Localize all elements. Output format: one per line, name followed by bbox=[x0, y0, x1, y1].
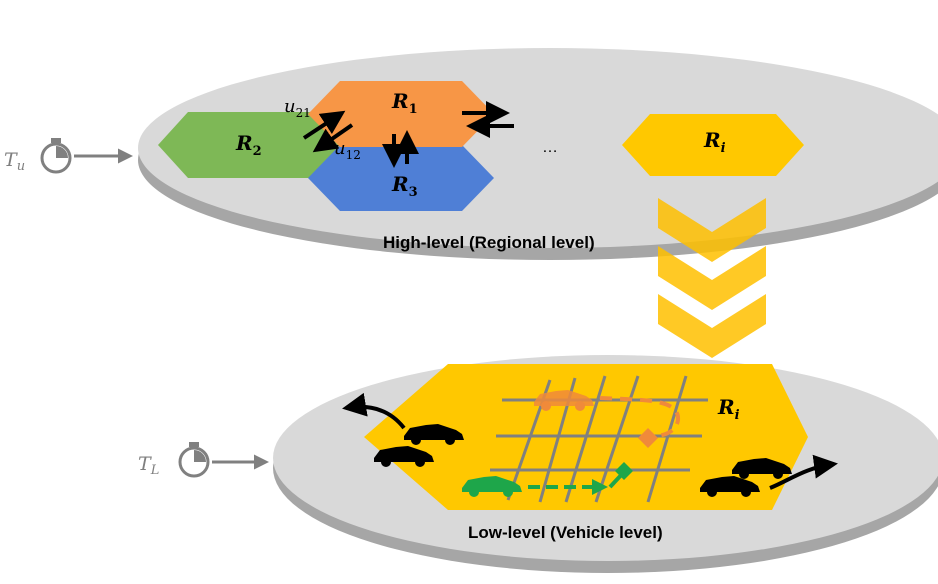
chevron-3 bbox=[658, 294, 766, 358]
car-icon-black-4 bbox=[700, 476, 760, 497]
car-icon-green bbox=[462, 476, 522, 497]
stopwatch-icon bbox=[40, 138, 72, 174]
car-icon-black-1 bbox=[404, 424, 464, 445]
lower-timer-label: TL bbox=[138, 453, 159, 478]
flow-arrow-r2-to-r1 bbox=[302, 110, 346, 140]
chevron-1 bbox=[658, 198, 766, 262]
region-ri-detail-label: Ri bbox=[717, 395, 740, 423]
car-icon-black-3 bbox=[732, 458, 792, 479]
zoom-chevrons bbox=[658, 198, 766, 358]
region-ri-label: Ri bbox=[703, 128, 726, 156]
car-icon-black-2 bbox=[374, 446, 434, 467]
orange-trajectory bbox=[599, 396, 680, 440]
low-level-caption: Low-level (Vehicle level) bbox=[468, 523, 663, 542]
flow-u21-label: u21 bbox=[284, 96, 311, 120]
exit-arrow-right bbox=[769, 454, 838, 490]
region-r2-hexagon bbox=[158, 112, 350, 178]
upper-timer: Tu bbox=[4, 138, 133, 174]
flow-arrow-r1-to-r2 bbox=[312, 123, 354, 153]
upper-timer-label: Tu bbox=[4, 149, 25, 174]
high-level-caption: High-level (Regional level) bbox=[383, 233, 595, 252]
lower-timer: TL bbox=[138, 442, 269, 478]
chevron-2 bbox=[658, 246, 766, 310]
region-r1-label: R1 bbox=[391, 89, 418, 117]
region-r3-label: R3 bbox=[391, 172, 418, 200]
regions-ellipsis: … bbox=[542, 139, 558, 156]
flow-u12-label: u12 bbox=[334, 138, 361, 162]
car-icon-orange bbox=[534, 390, 594, 411]
exit-arrow-left bbox=[342, 392, 406, 430]
orange-destination-marker bbox=[638, 428, 658, 448]
region-r3-hexagon bbox=[308, 145, 494, 211]
region-r2-label: R2 bbox=[235, 131, 262, 159]
green-destination-marker bbox=[615, 462, 633, 480]
region-ri-hexagon bbox=[622, 114, 804, 176]
stopwatch-icon bbox=[178, 442, 210, 478]
region-r1-hexagon bbox=[308, 81, 494, 147]
